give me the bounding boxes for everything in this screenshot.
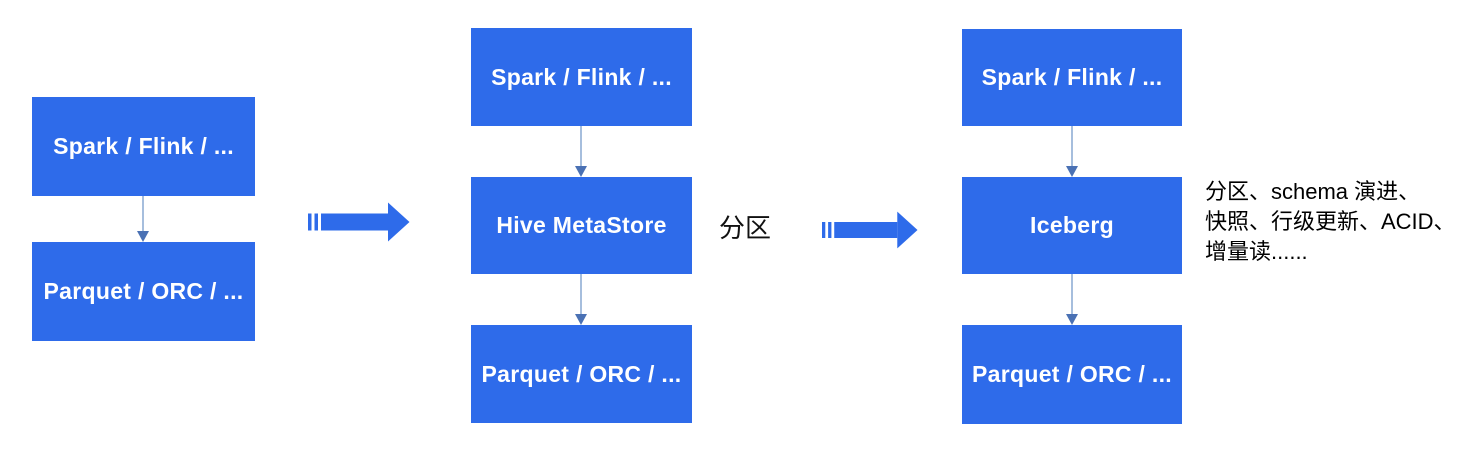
node-spark-flink: Spark / Flink / ...	[32, 97, 255, 196]
node-parquet-orc: Parquet / ORC / ...	[471, 325, 692, 423]
striped-right-arrow-icon	[822, 211, 918, 249]
down-arrow-connector	[574, 126, 588, 177]
striped-right-arrow-icon	[308, 202, 410, 242]
connector-line	[1071, 126, 1073, 166]
connector-line	[1071, 274, 1073, 314]
arrowhead-icon	[1066, 166, 1078, 177]
down-arrow-connector	[1065, 126, 1079, 177]
node-iceberg: Iceberg	[962, 177, 1182, 274]
arrowhead-icon	[575, 166, 587, 177]
connector-line	[580, 126, 582, 166]
node-hive-metastore: Hive MetaStore	[471, 177, 692, 274]
iceberg-features-annotation: 分区、schema 演进、 快照、行级更新、ACID、 增量读......	[1205, 177, 1456, 267]
connector-line	[580, 274, 582, 314]
annotation-line: 快照、行级更新、ACID、	[1205, 209, 1456, 234]
down-arrow-connector	[1065, 274, 1079, 325]
down-arrow-connector	[136, 196, 150, 242]
node-parquet-orc: Parquet / ORC / ...	[32, 242, 255, 341]
node-spark-flink: Spark / Flink / ...	[471, 28, 692, 126]
node-spark-flink: Spark / Flink / ...	[962, 29, 1182, 126]
transition-label: 分区	[719, 213, 772, 243]
arrowhead-icon	[137, 231, 149, 242]
annotation-line: 分区、schema 演进、	[1205, 179, 1421, 204]
arrowhead-icon	[1066, 314, 1078, 325]
annotation-line: 增量读......	[1205, 239, 1308, 264]
down-arrow-connector	[574, 274, 588, 325]
connector-line	[142, 196, 144, 231]
node-parquet-orc: Parquet / ORC / ...	[962, 325, 1182, 424]
arrowhead-icon	[575, 314, 587, 325]
